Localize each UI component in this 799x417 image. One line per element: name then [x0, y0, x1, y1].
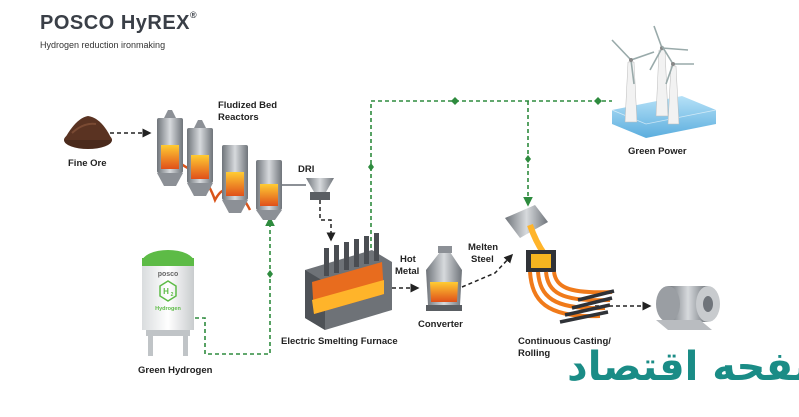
furnace-electrodes [324, 233, 379, 276]
brand-hyrex: HyREX [120, 12, 191, 34]
label-fine-ore: Fine Ore [68, 158, 107, 169]
converter-vessel [426, 246, 462, 311]
brand-logo: POSCO HyREX® [40, 10, 198, 35]
tank-subscript: 2 [171, 292, 174, 298]
label-casting-line1: Continuous Casting/ [518, 336, 611, 347]
turbine-1 [611, 39, 655, 123]
label-hot-metal-line1: Hot [400, 254, 417, 265]
label-green-power: Green Power [628, 146, 687, 157]
reactor-1 [157, 110, 183, 186]
tank-element: H [163, 287, 169, 296]
converter-to-casting [461, 253, 514, 288]
watermark-text: صفحه اقتصاد [567, 344, 799, 390]
electric-smelting-furnace [305, 233, 392, 330]
reactor-4 [256, 160, 282, 220]
fine-ore-pile [64, 116, 112, 149]
wind-turbines [611, 25, 717, 138]
label-melten-steel-line2: Steel [471, 254, 494, 265]
fluidized-bed-reactors [157, 110, 306, 220]
green-line-diamonds [267, 97, 602, 278]
continuous-casting [505, 205, 615, 324]
steel-coil [656, 286, 720, 330]
dri-hopper [306, 178, 334, 200]
tank-caption: Hydrogen [155, 306, 181, 312]
brand-posco: POSCO [40, 12, 115, 34]
label-fluidized-bed-line2: Reactors [218, 112, 259, 123]
registered-mark: ® [190, 10, 198, 20]
page-subtitle: Hydrogen reduction ironmaking [40, 40, 166, 50]
reactor-2 [187, 120, 213, 196]
dri-to-furnace [319, 200, 336, 242]
hydrogen-line [195, 216, 275, 355]
hydrogen-tank: posco H 2 Hydrogen [142, 250, 194, 356]
tank-brand: posco [158, 271, 179, 278]
label-converter: Converter [418, 319, 463, 330]
reactor-3 [222, 145, 248, 213]
power-line-top [370, 100, 612, 255]
green-power-lines [195, 100, 612, 355]
label-hot-metal-line2: Metal [395, 266, 419, 277]
label-green-hydrogen: Green Hydrogen [138, 365, 213, 376]
label-electric-smelting-furnace: Electric Smelting Furnace [281, 336, 398, 347]
label-fluidized-bed-line1: Fludized Bed [218, 100, 277, 111]
label-casting-line2: Rolling [518, 348, 550, 359]
label-melten-steel-line1: Melten [468, 242, 498, 253]
label-dri: DRI [298, 164, 314, 175]
turbine-2 [649, 25, 689, 117]
turbine-3 [661, 45, 694, 125]
